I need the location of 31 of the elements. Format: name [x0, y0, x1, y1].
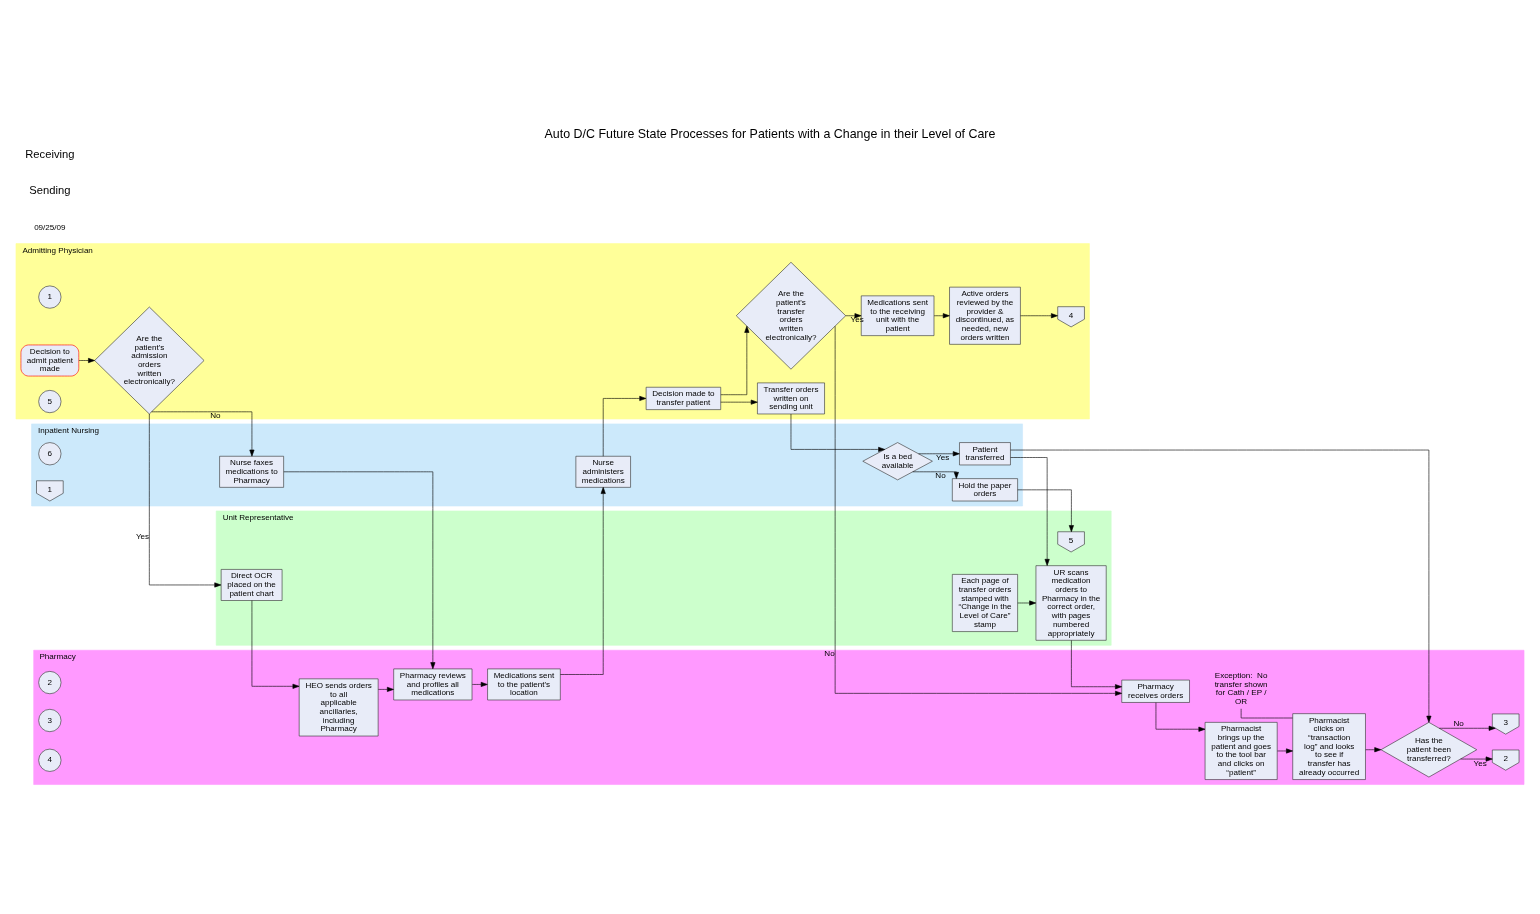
arrow — [1277, 748, 1293, 753]
diagram-title: Auto D/C Future State Processes for Patients with a Change in their Level of Care — [544, 126, 996, 141]
arrow — [1460, 756, 1493, 762]
arrow — [1010, 456, 1050, 566]
arrow — [378, 686, 394, 692]
arrow — [1010, 449, 1432, 723]
arrow — [834, 325, 1122, 696]
arrow — [933, 312, 950, 318]
arrow — [1071, 639, 1122, 689]
arrow — [1365, 746, 1382, 752]
arrow — [78, 357, 95, 363]
arrow — [471, 681, 488, 687]
arrow — [1017, 600, 1037, 605]
arrow — [560, 486, 606, 675]
arrow — [845, 312, 862, 318]
arrow — [251, 599, 300, 689]
arrow — [1438, 725, 1496, 731]
arrow — [602, 395, 647, 457]
arrow — [918, 450, 960, 456]
arrow — [1017, 489, 1074, 532]
arrow — [790, 413, 886, 452]
arrow — [912, 471, 959, 479]
arrow — [149, 413, 222, 587]
arrow — [1155, 701, 1206, 732]
arrow — [720, 399, 758, 405]
label: Receiving — [25, 147, 75, 160]
label: Sending — [29, 183, 71, 196]
arrow — [283, 471, 436, 669]
arrow — [720, 325, 750, 395]
arrow — [151, 411, 255, 456]
arrow — [1020, 312, 1058, 318]
